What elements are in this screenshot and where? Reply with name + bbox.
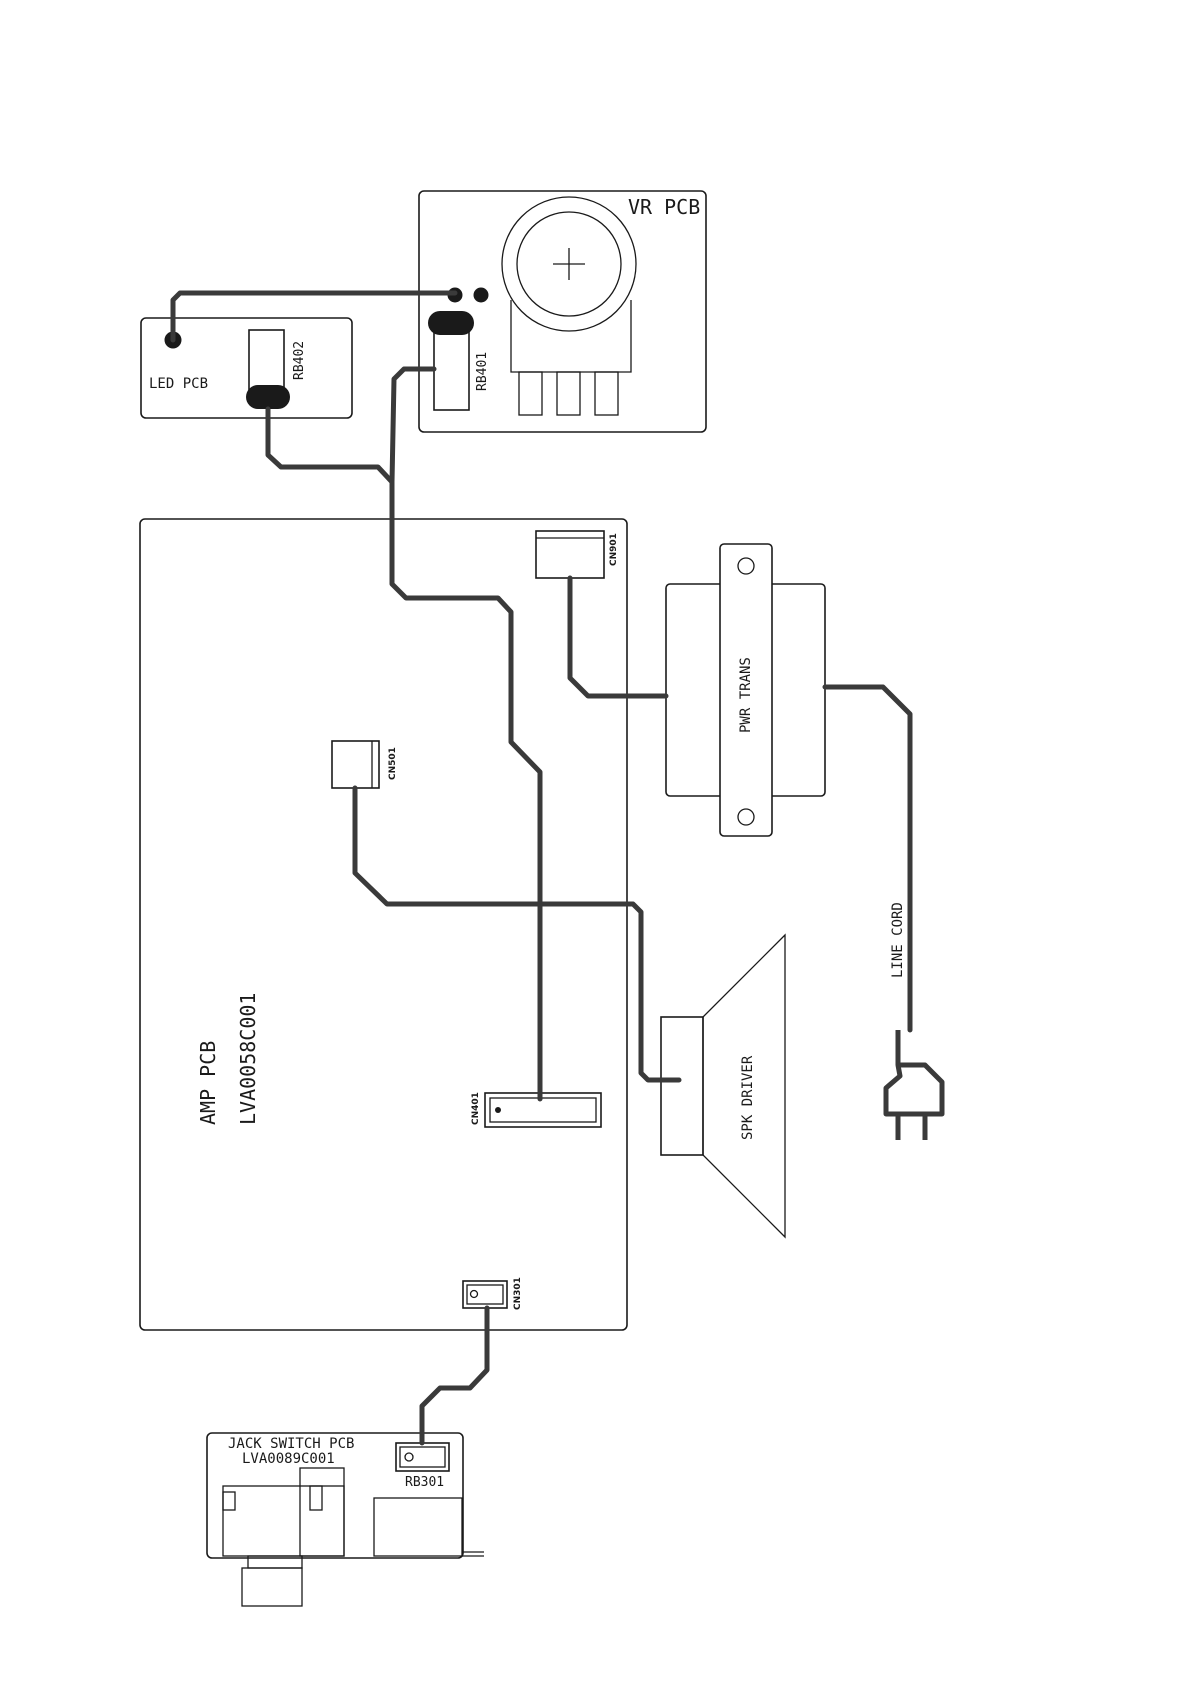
wiring (173, 293, 910, 1443)
speaker-driver[interactable]: SPK DRIVER (661, 935, 785, 1237)
cn401[interactable]: CN401 (471, 1092, 601, 1127)
line-cord[interactable]: LINE CORD (886, 902, 942, 1140)
rb301-label: RB301 (405, 1475, 444, 1490)
amp-pcb-label: AMP PCB (196, 1041, 220, 1125)
wire-rb401-to-main (392, 369, 434, 482)
headphone-jack (223, 1468, 344, 1606)
line-cord-label: LINE CORD (890, 902, 906, 978)
rb401[interactable]: RB401 (434, 323, 490, 410)
wire-rb402-to-cn401 (268, 409, 540, 1099)
vr-pcb: VR PCB RB401 (419, 191, 706, 432)
wire-cn901-to-trans (570, 578, 666, 696)
vr-pcb-terminal (474, 288, 489, 303)
pwr-trans-label: PWR TRANS (738, 657, 754, 733)
rb401-plug (428, 311, 474, 335)
wire-cn501-to-speaker (355, 788, 679, 1080)
vr-pcb-label: VR PCB (628, 195, 700, 219)
jack-switch-pcb: JACK SWITCH PCB LVA0089C001 RB301 (207, 1433, 484, 1606)
volume-pot (502, 197, 636, 415)
jack-switch-part-number: LVA0089C001 (242, 1451, 335, 1467)
cn501[interactable]: CN501 (332, 741, 398, 788)
rb402-label: RB402 (292, 341, 307, 380)
plug-icon (886, 1030, 942, 1114)
spk-driver-label: SPK DRIVER (740, 1055, 756, 1140)
cn401-label: CN401 (471, 1092, 481, 1125)
wire-cn301-to-rb301 (422, 1308, 487, 1443)
jack-switch-pcb-label: JACK SWITCH PCB (228, 1436, 354, 1452)
power-transformer[interactable]: PWR TRANS (666, 544, 825, 836)
wire-led-to-vr (173, 293, 455, 340)
cn901-label: CN901 (609, 533, 619, 566)
rb401-label: RB401 (475, 352, 490, 391)
rb402-plug (246, 385, 290, 409)
jack-switch (374, 1498, 484, 1556)
cn501-label: CN501 (388, 747, 398, 780)
rb402[interactable]: RB402 (249, 330, 307, 392)
amp-pcb: AMP PCB LVA0058C001 CN901 CN501 CN401 CN… (140, 519, 627, 1330)
cn301-label: CN301 (513, 1277, 523, 1310)
led-pcb-label: LED PCB (149, 376, 208, 392)
cn301[interactable]: CN301 (463, 1277, 523, 1310)
rb301[interactable]: RB301 (396, 1443, 449, 1490)
cn901[interactable]: CN901 (536, 531, 619, 578)
amp-pcb-part-number: LVA0058C001 (236, 993, 260, 1125)
